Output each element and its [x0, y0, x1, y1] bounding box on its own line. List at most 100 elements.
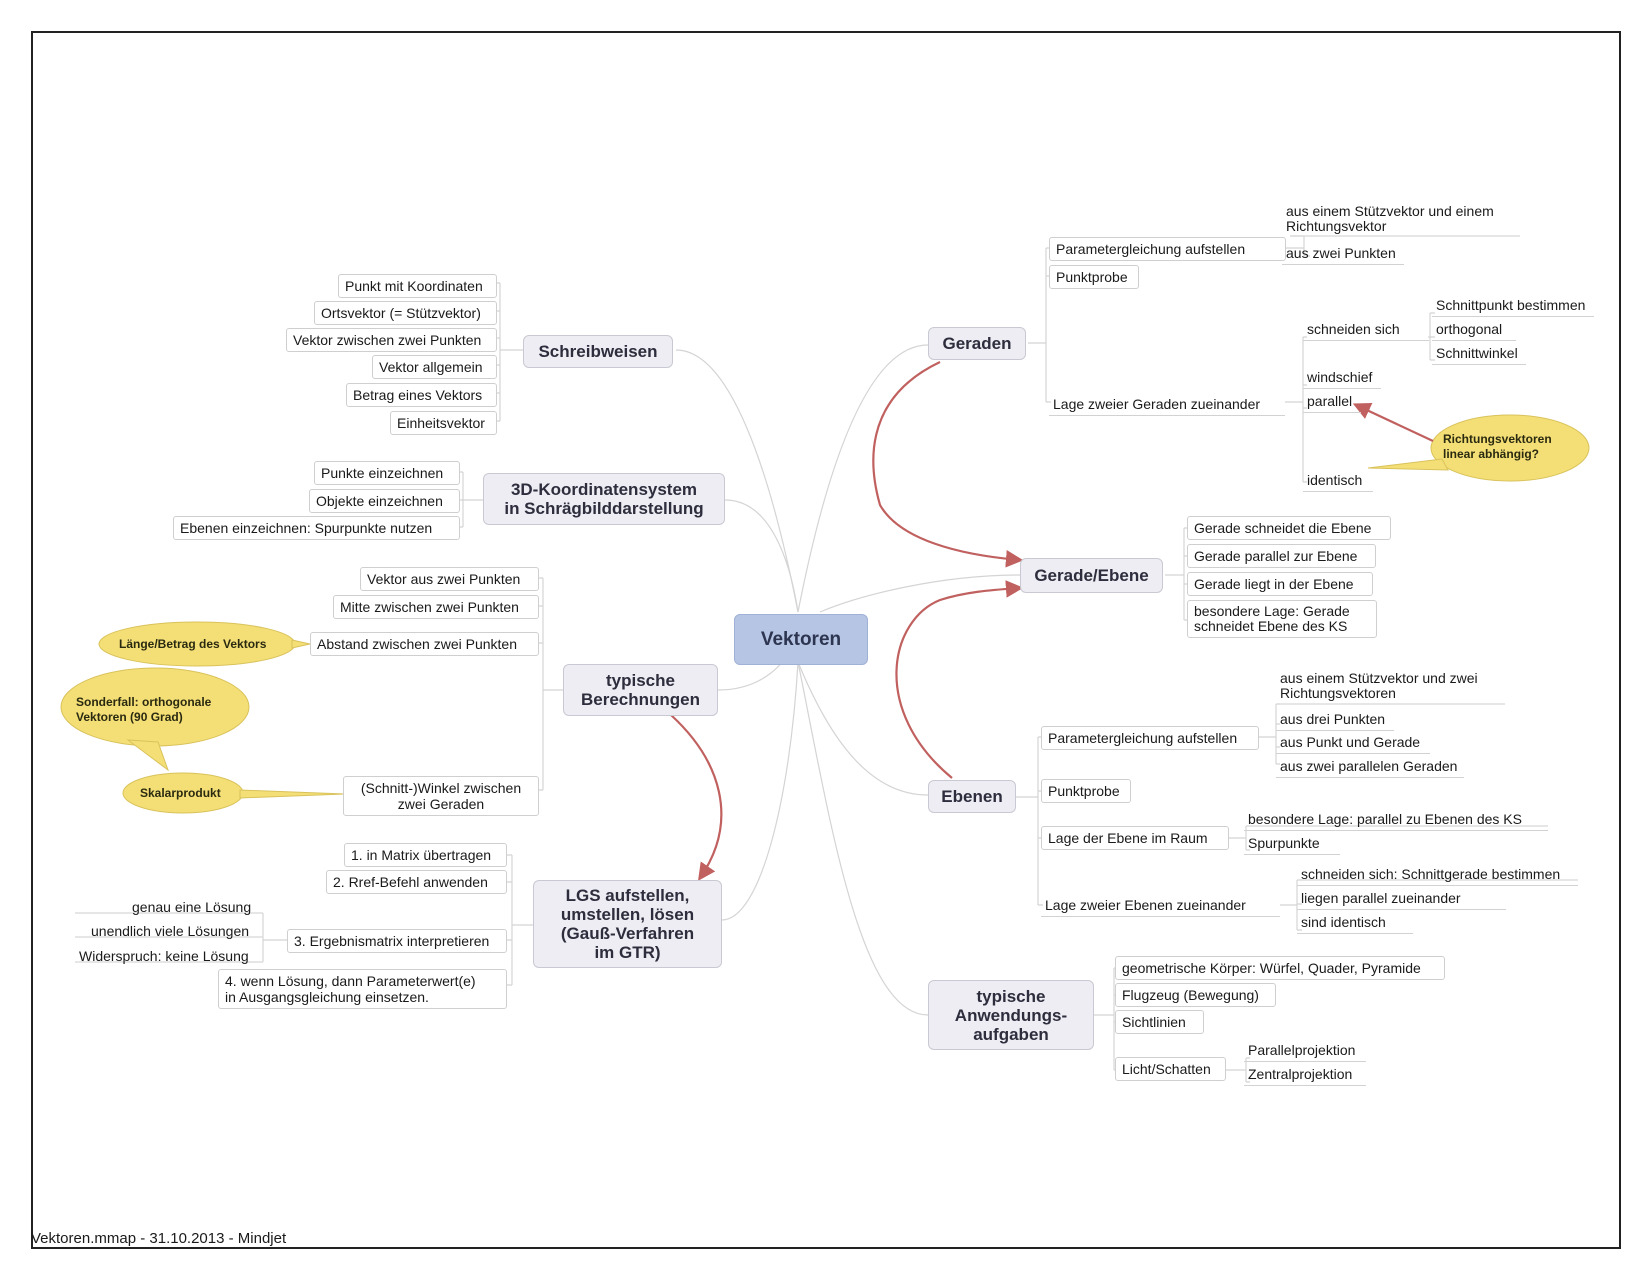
- koord-item-punkte[interactable]: Punkte einzeichnen: [314, 461, 460, 485]
- topic-koord-label-2: in Schrägbilddarstellung: [504, 499, 704, 518]
- anwendung-zentralprojektion[interactable]: Zentralprojektion: [1244, 1063, 1366, 1086]
- ebenen-zwei-schneiden[interactable]: schneiden sich: Schnittgerade bestimmen: [1297, 863, 1578, 886]
- berechnungen-item-abstand[interactable]: Abstand zwischen zwei Punkten: [310, 632, 539, 656]
- topic-gerade-ebene[interactable]: Gerade/Ebene: [1020, 558, 1163, 593]
- geraden-lage-schneiden[interactable]: schneiden sich: [1303, 318, 1429, 341]
- schreibweisen-item-vektor-zwischen[interactable]: Vektor zwischen zwei Punkten: [286, 328, 497, 352]
- callout-sonderfall-tail: [126, 739, 170, 772]
- lgs-outcome-unendlich[interactable]: unendlich viele Lösungen: [91, 923, 250, 939]
- geraden-punktprobe[interactable]: Punktprobe: [1049, 265, 1139, 289]
- geraden-param-stuetzvektor[interactable]: aus einem Stützvektor und einem Richtung…: [1282, 201, 1498, 237]
- lgs-step-2[interactable]: 2. Rref-Befehl anwenden: [326, 870, 507, 894]
- gerade-ebene-parallel[interactable]: Gerade parallel zur Ebene: [1187, 544, 1376, 568]
- callout-richtungsvektoren[interactable]: Richtungsvektoren linear abhängig?: [1443, 432, 1552, 462]
- anwendung-sichtlinien[interactable]: Sichtlinien: [1115, 1010, 1204, 1034]
- geraden-lage-identisch[interactable]: identisch: [1303, 469, 1373, 492]
- ebenen-raum-besondere-lage[interactable]: besondere Lage: parallel zu Ebenen des K…: [1244, 808, 1548, 831]
- topic-lgs-label-2: umstellen, lösen: [560, 905, 695, 924]
- topic-typische-berechnungen[interactable]: typische Berechnungen: [563, 664, 718, 716]
- link-center-ebenen: [797, 661, 929, 796]
- topic-anwendungsaufgaben[interactable]: typische Anwendungs- aufgaben: [928, 980, 1094, 1050]
- link-center-koord: [724, 499, 799, 613]
- ebenen-param-drei-punkte[interactable]: aus drei Punkten: [1276, 708, 1394, 731]
- callout-richtung-shape: [1430, 414, 1590, 482]
- ebenen-param-punkt-gerade[interactable]: aus Punkt und Gerade: [1276, 731, 1430, 754]
- ebenen-punktprobe[interactable]: Punktprobe: [1041, 779, 1131, 803]
- schreibweisen-item-vektor-allgemein[interactable]: Vektor allgemein: [372, 355, 497, 379]
- ebenen-parametergleichung[interactable]: Parametergleichung aufstellen: [1041, 726, 1259, 750]
- ebenen-zwei-parallel[interactable]: liegen parallel zueinander: [1297, 887, 1506, 910]
- link-center-geraden: [797, 344, 929, 613]
- topic-schreibweisen[interactable]: Schreibweisen: [523, 335, 673, 368]
- callout-skalarprodukt[interactable]: Skalarprodukt: [140, 786, 221, 800]
- schreibweisen-item-betrag[interactable]: Betrag eines Vektors: [346, 383, 497, 407]
- koord-item-objekte[interactable]: Objekte einzeichnen: [309, 489, 460, 513]
- anwendung-parallelprojektion[interactable]: Parallelprojektion: [1244, 1039, 1366, 1062]
- relation-ebenen-geradeebene: [895, 580, 1024, 779]
- lgs-step-3[interactable]: 3. Ergebnismatrix interpretieren: [287, 929, 507, 953]
- geraden-orthogonal[interactable]: orthogonal: [1432, 318, 1516, 341]
- link-center-gerade-ebene: [819, 574, 1021, 613]
- topic-berechnungen-label-1: typische: [606, 671, 675, 690]
- schreibweisen-item-punkt[interactable]: Punkt mit Koordinaten: [338, 274, 497, 298]
- anwendung-flugzeug[interactable]: Flugzeug (Bewegung): [1115, 983, 1276, 1007]
- topic-lgs-label-1: LGS aufstellen,: [565, 886, 690, 905]
- topic-geraden[interactable]: Geraden: [928, 327, 1026, 360]
- ebenen-param-stuetzvektor[interactable]: aus einem Stützvektor und zwei Richtungs…: [1276, 668, 1482, 704]
- gerade-ebene-besondere-line-1: besondere Lage: Gerade: [1194, 603, 1350, 619]
- ebenen-param-stuetz-line-2: Richtungsvektoren: [1280, 685, 1396, 701]
- geraden-param-stuetz-line-2: Richtungsvektor: [1286, 218, 1387, 234]
- berechnungen-item-winkel[interactable]: (Schnitt-)Winkel zwischen zwei Geraden: [343, 776, 539, 816]
- topic-3d-koordinatensystem[interactable]: 3D-Koordinatensystem in Schrägbilddarste…: [483, 473, 725, 525]
- topic-gerade-ebene-label: Gerade/Ebene: [1034, 566, 1149, 585]
- ebenen-zwei-identisch[interactable]: sind identisch: [1297, 911, 1413, 934]
- gerade-ebene-besondere-lage[interactable]: besondere Lage: Gerade schneidet Ebene d…: [1187, 600, 1377, 638]
- lgs-step-4-line-1: 4. wenn Lösung, dann Parameterwert(e): [225, 973, 476, 989]
- anwendung-licht-schatten[interactable]: Licht/Schatten: [1115, 1057, 1226, 1081]
- callout-richtung-tail: [1367, 458, 1449, 471]
- lgs-outcome-eine[interactable]: genau eine Lösung: [132, 899, 252, 915]
- lgs-step-4[interactable]: 4. wenn Lösung, dann Parameterwert(e) in…: [218, 969, 507, 1009]
- schreibweisen-item-ortsvektor[interactable]: Ortsvektor (= Stützvektor): [314, 301, 497, 325]
- geraden-param-zwei-punkte[interactable]: aus zwei Punkten: [1282, 242, 1404, 265]
- schreibweisen-item-einheitsvektor[interactable]: Einheitsvektor: [390, 411, 497, 435]
- koord-item-ebenen[interactable]: Ebenen einzeichnen: Spurpunkte nutzen: [173, 516, 460, 540]
- callout-skalar-tail: [239, 789, 346, 799]
- link-center-anwendung: [797, 661, 929, 1016]
- ebenen-param-parallele-geraden[interactable]: aus zwei parallelen Geraden: [1276, 755, 1464, 778]
- central-topic-vektoren[interactable]: Vektoren: [734, 614, 868, 665]
- geraden-lage-windschief[interactable]: windschief: [1303, 366, 1381, 389]
- berechnungen-winkel-line-2: zwei Geraden: [397, 796, 485, 812]
- geraden-schnittpunkt[interactable]: Schnittpunkt bestimmen: [1432, 294, 1594, 317]
- geraden-lage-parallel[interactable]: parallel: [1303, 390, 1361, 413]
- relation-berechnungen-lgs: [670, 714, 723, 881]
- lgs-step-1[interactable]: 1. in Matrix übertragen: [344, 843, 507, 867]
- ebenen-lage-raum[interactable]: Lage der Ebene im Raum: [1041, 826, 1229, 850]
- lgs-step-4-line-2: in Ausgangsgleichung einsetzen.: [225, 989, 429, 1005]
- callout-sonderfall[interactable]: Sonderfall: orthogonale Vektoren (90 Gra…: [76, 695, 211, 725]
- callout-sonderfall-line-1: Sonderfall: orthogonale: [76, 695, 212, 709]
- geraden-schnittwinkel[interactable]: Schnittwinkel: [1432, 342, 1526, 365]
- gerade-ebene-liegt[interactable]: Gerade liegt in der Ebene: [1187, 572, 1373, 596]
- topic-anwendung-label-3: aufgaben: [973, 1024, 1049, 1044]
- ebenen-raum-spurpunkte[interactable]: Spurpunkte: [1244, 832, 1340, 855]
- topic-ebenen[interactable]: Ebenen: [928, 780, 1016, 813]
- geraden-lage[interactable]: Lage zweier Geraden zueinander: [1049, 393, 1285, 416]
- topic-anwendung-label-1: typische: [976, 986, 1046, 1006]
- callout-laenge[interactable]: Länge/Betrag des Vektors: [119, 637, 267, 651]
- gerade-ebene-schneidet[interactable]: Gerade schneidet die Ebene: [1187, 516, 1391, 540]
- link-center-lgs: [721, 661, 799, 921]
- topic-lgs[interactable]: LGS aufstellen, umstellen, lösen (Gauß-V…: [533, 880, 722, 968]
- anwendung-koerper[interactable]: geometrische Körper: Würfel, Quader, Pyr…: [1115, 956, 1445, 980]
- geraden-parametergleichung[interactable]: Parametergleichung aufstellen: [1049, 237, 1286, 261]
- lgs-outcome-widerspruch[interactable]: Widerspruch: keine Lösung: [79, 948, 249, 964]
- topic-berechnungen-label-2: Berechnungen: [580, 690, 701, 709]
- footer-caption: Vektoren.mmap - 31.10.2013 - Mindjet: [31, 1230, 287, 1247]
- callout-laenge-tail: [291, 639, 311, 649]
- berechnungen-item-mitte[interactable]: Mitte zwischen zwei Punkten: [333, 595, 539, 619]
- berechnungen-item-vektor[interactable]: Vektor aus zwei Punkten: [360, 567, 539, 591]
- ebenen-param-stuetz-line-1: aus einem Stützvektor und zwei: [1280, 670, 1478, 686]
- ebenen-lage-zwei[interactable]: Lage zweier Ebenen zueinander: [1041, 894, 1280, 917]
- callout-sonderfall-line-2: Vektoren (90 Grad): [76, 710, 183, 724]
